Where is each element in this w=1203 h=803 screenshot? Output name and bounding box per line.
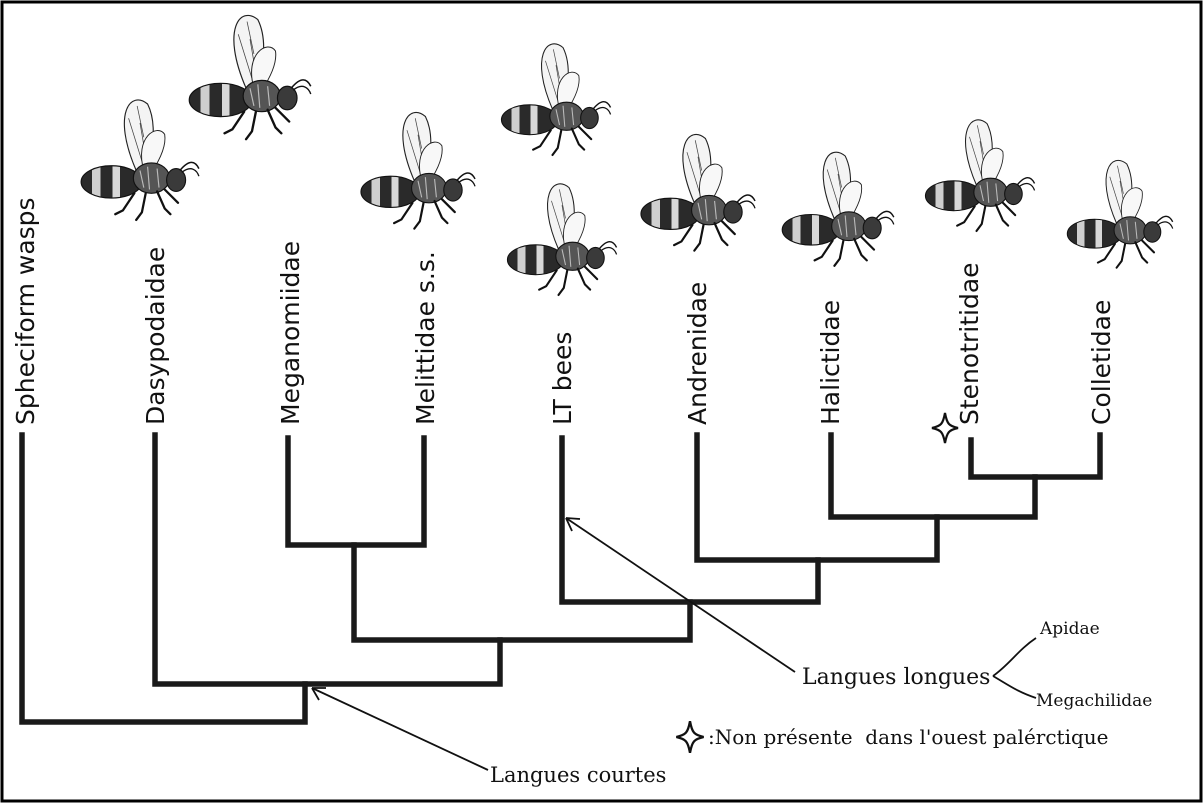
taxon-label-melittidae: Melittidae s.s. xyxy=(411,251,440,425)
taxon-label-andrenidae: Andrenidae xyxy=(683,282,712,425)
taxon-label-colletidae: Colletidae xyxy=(1087,300,1116,425)
taxon-label-halictidae: Halictidae xyxy=(816,300,845,425)
legend-text: :Non présente dans l'ouest palérctique xyxy=(708,725,1109,749)
taxon-label-spheciform-wasps: Spheciform wasps xyxy=(11,197,40,425)
label-megachilidae: Megachilidae xyxy=(1036,691,1152,711)
taxon-label-lt-bees: LT bees xyxy=(548,332,577,425)
label-apidae: Apidae xyxy=(1039,619,1100,639)
taxon-label-stenotritidae: Stenotritidae xyxy=(955,262,984,425)
taxon-label-dasypodaidae: Dasypodaidae xyxy=(141,247,170,425)
label-short-tongues: Langues courtes xyxy=(490,763,666,787)
taxon-label-meganomiidae: Meganomiidae xyxy=(276,241,305,425)
label-long-tongues: Langues longues xyxy=(802,665,990,690)
